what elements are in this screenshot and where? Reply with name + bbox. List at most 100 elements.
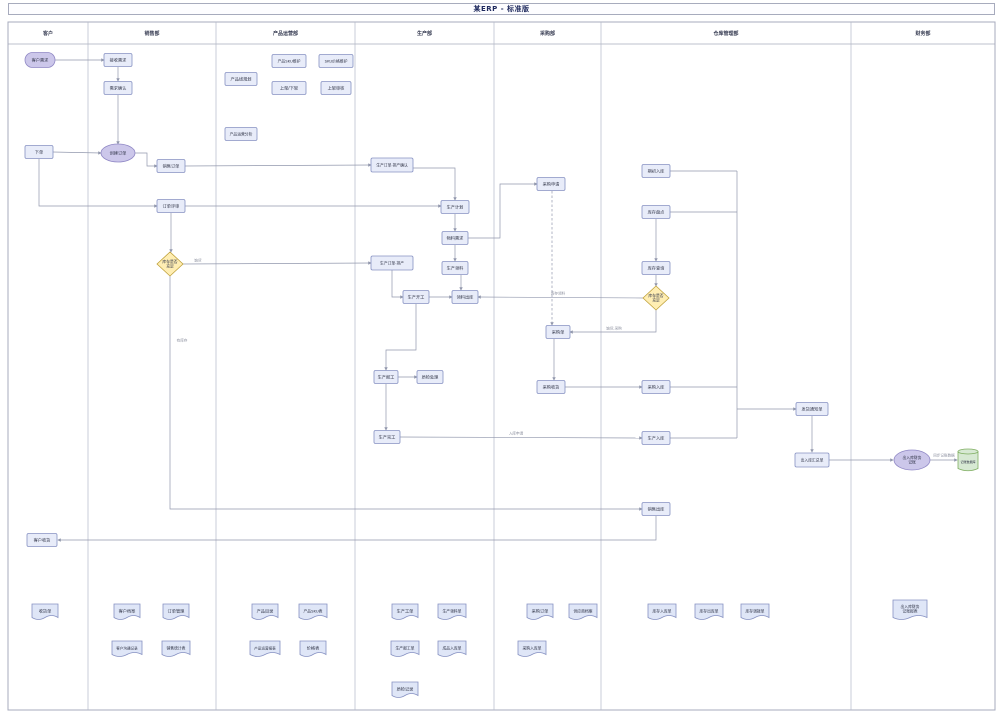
edge-s3-s4 [135, 152, 158, 168]
process-shape [641, 502, 671, 516]
document-shape [161, 640, 191, 657]
node-s4[interactable]: 销售订单 [156, 159, 186, 173]
node-c2[interactable]: 下单 [24, 145, 54, 159]
node-c1[interactable]: 客户需求 [24, 52, 56, 68]
node-g9[interactable]: 质检处理 [416, 370, 444, 384]
process-shape [156, 199, 186, 213]
node-g8[interactable]: 生产报工 [373, 370, 399, 384]
node-w9[interactable]: 销售出库 [641, 502, 671, 516]
diagram-frame [7, 21, 996, 711]
process-shape [271, 54, 307, 68]
document-shape [647, 603, 677, 620]
node-g6[interactable]: 生产开工 [402, 290, 430, 304]
process-shape [224, 72, 258, 86]
node-g10[interactable]: 生产完工 [373, 430, 401, 444]
document-shape [299, 640, 327, 657]
node-s5[interactable]: 订单评审 [156, 199, 186, 213]
node-f2[interactable]: 记账数据库 [957, 448, 979, 472]
process-shape [641, 164, 671, 178]
process-shape [536, 380, 566, 394]
document-shape [298, 603, 328, 620]
document-shape [162, 603, 190, 620]
process-shape [402, 290, 430, 304]
decision-shape [156, 251, 184, 277]
edge-g3-b1 [468, 182, 538, 239]
document-shape [390, 640, 420, 657]
node-f1[interactable]: 出入库财务记账 [893, 449, 931, 471]
node-b3[interactable]: 采购收货 [536, 380, 566, 394]
node-s1[interactable]: 接收需求 [103, 53, 133, 67]
process-shape [156, 159, 186, 173]
document-shape [251, 603, 279, 620]
node-p6[interactable]: 产品运营分析 [224, 127, 258, 141]
document-shape [694, 603, 724, 620]
node-w8[interactable]: 出入库汇总单 [794, 452, 830, 468]
document-shape [517, 640, 547, 657]
process-shape [641, 380, 671, 394]
node-w1[interactable]: 期初入库 [641, 164, 671, 178]
node-b2[interactable]: 采购单 [545, 325, 571, 339]
node-p3[interactable]: SKU价格维护 [318, 54, 354, 68]
node-s3[interactable]: 创建订单 [100, 143, 136, 163]
process-shape [536, 177, 566, 191]
process-shape [103, 53, 133, 67]
edge-s4-g1 [184, 163, 372, 167]
edge-w4-b2 [569, 310, 657, 334]
node-p1[interactable]: 产品线规划 [224, 72, 258, 86]
edge-g10-w6 [399, 436, 643, 440]
process-shape [451, 290, 479, 304]
document-shape [568, 603, 598, 620]
process-shape [373, 430, 401, 444]
node-w2[interactable]: 库存盘点 [641, 205, 671, 219]
document-shape [391, 681, 419, 698]
process-shape [641, 261, 671, 275]
node-p5[interactable]: 上架审核 [320, 81, 352, 95]
document-shape [249, 640, 281, 657]
process-shape [370, 255, 414, 271]
ellipse-shape [893, 449, 931, 471]
diagram-title-bar: 某ERP - 标准版 [8, 3, 995, 15]
node-g7[interactable]: 领料出库 [451, 290, 479, 304]
edge-g5-g6 [391, 270, 404, 299]
decision-shape [642, 285, 670, 311]
process-shape [373, 370, 399, 384]
process-shape [271, 81, 307, 95]
document-shape [892, 599, 928, 620]
process-shape [794, 452, 830, 468]
node-g4[interactable]: 生产领料 [441, 261, 469, 275]
database-top [957, 448, 979, 455]
node-p4[interactable]: 上架/下架 [271, 81, 307, 95]
process-shape [26, 533, 58, 547]
edge-s6-g5 [182, 261, 372, 265]
node-g5[interactable]: 生产订单·排产 [370, 255, 414, 271]
edge-w4-g7 [477, 295, 644, 299]
database-shape [957, 451, 979, 472]
process-shape [370, 157, 414, 173]
node-w3[interactable]: 库存查询 [641, 261, 671, 275]
node-s2[interactable]: 需求确认 [103, 81, 133, 95]
node-w7[interactable]: 发货通知单 [795, 402, 829, 416]
start-shape [24, 52, 56, 68]
node-g3[interactable]: 物料需求 [441, 231, 469, 245]
node-b1[interactable]: 采购申请 [536, 177, 566, 191]
node-c3[interactable]: 客户收货 [26, 533, 58, 547]
node-w6[interactable]: 生产入库 [641, 431, 671, 445]
document-shape [437, 640, 467, 657]
process-shape [641, 431, 671, 445]
document-shape [111, 640, 143, 657]
process-shape [24, 145, 54, 159]
node-g2[interactable]: 生产计划 [440, 200, 470, 214]
node-p2[interactable]: 产品SKU维护 [271, 54, 307, 68]
edge-g1-g2 [413, 167, 457, 201]
process-shape [416, 370, 444, 384]
node-g1[interactable]: 生产订单·排产确认 [370, 157, 414, 173]
process-shape [224, 127, 258, 141]
ellipse-shape [100, 143, 136, 163]
process-shape [318, 54, 354, 68]
process-shape [441, 261, 469, 275]
node-w5[interactable]: 采购入库 [641, 380, 671, 394]
document-shape [526, 603, 554, 620]
process-shape [320, 81, 352, 95]
